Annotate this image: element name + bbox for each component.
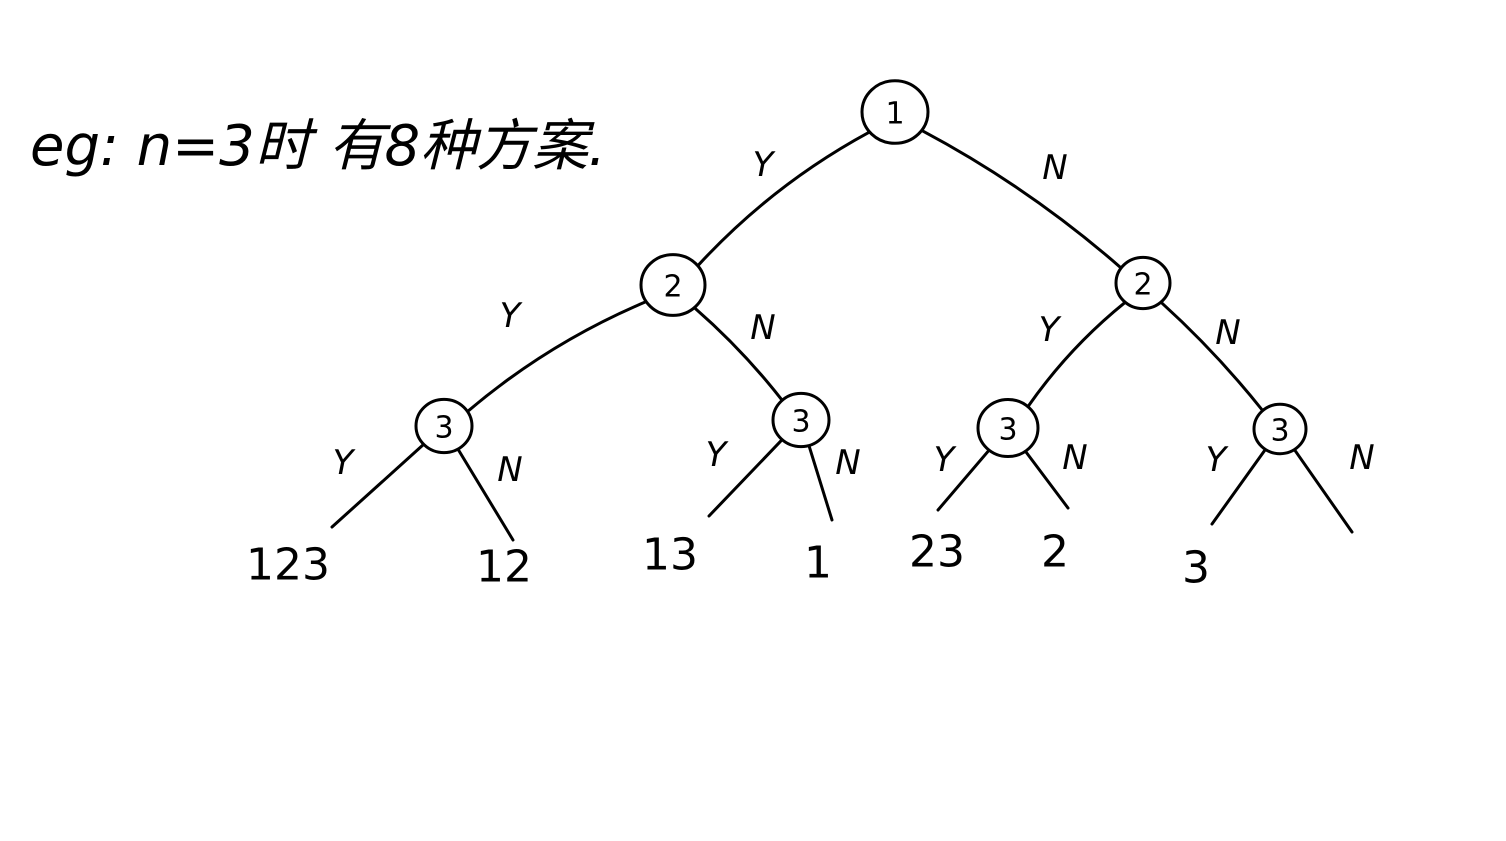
edge-label-n3d-l7: Y <box>1206 440 1229 480</box>
tree-edge-n3c-l6 <box>1024 450 1070 510</box>
node-circle <box>1252 402 1308 456</box>
node-label: 3 <box>791 405 810 440</box>
edge-label-n3b-l4: N <box>835 443 860 483</box>
tree-edge-n3b-l3 <box>707 438 784 518</box>
node-circle <box>976 398 1040 458</box>
tree-node-n2a: 2 <box>639 253 707 317</box>
node-circle <box>771 391 831 449</box>
edge-label-n3a-l1: Y <box>333 443 356 483</box>
edge-label-n2b-n3c: Y <box>1039 310 1062 350</box>
tree-edge-n2a-n3b <box>693 306 784 402</box>
tree-edge-n3a-l2 <box>457 448 515 542</box>
tree-edge-n2b-n3d <box>1160 301 1264 412</box>
leaf-label-l5: 23 <box>909 527 965 578</box>
leaf-label-l3: 13 <box>642 530 698 581</box>
tree-node-n3a: 3 <box>414 397 474 455</box>
edge-label-n2b-n3d: N <box>1215 313 1240 353</box>
leaf-label-l6: 2 <box>1041 527 1069 578</box>
node-label: 3 <box>998 413 1017 448</box>
tree-edge-n3a-l1 <box>330 443 425 529</box>
node-label: 2 <box>663 270 682 305</box>
node-label: 3 <box>434 411 453 446</box>
tree-node-n1: 1 <box>860 79 930 145</box>
tree-nodes: 1 2 2 3 3 3 3 <box>414 79 1308 458</box>
diagram-title: eg: n=3时 有8种方案. <box>30 114 606 179</box>
node-label: 3 <box>1270 414 1289 449</box>
edge-label-n3d-l8: N <box>1349 438 1374 478</box>
edge-label-n3c-l5: Y <box>934 440 957 480</box>
edge-label-n2a-n3a: Y <box>500 296 523 336</box>
leaf-label-l2: 12 <box>476 542 532 593</box>
tree-edge-n3d-l7 <box>1210 448 1267 526</box>
tree-edge-n1-n2b <box>920 129 1123 270</box>
edge-label-n1-n2a: Y <box>753 145 776 185</box>
node-circle <box>414 397 474 455</box>
tree-edge-n3c-l5 <box>936 449 990 512</box>
node-circle <box>1114 255 1172 311</box>
tree-edge-n2a-n3a <box>466 300 648 413</box>
node-label: 1 <box>885 97 904 132</box>
edge-label-n2a-n3b: N <box>750 308 775 348</box>
leaf-label-l1: 123 <box>246 540 330 591</box>
tree-node-n3c: 3 <box>976 398 1040 458</box>
node-label: 2 <box>1133 268 1152 303</box>
tree-edge-n3b-l4 <box>807 445 834 522</box>
tree-edges: Y N Y N Y N Y N Y N Y N Y N <box>330 129 1375 542</box>
tree-node-n3b: 3 <box>771 391 831 449</box>
edge-label-n3b-l3: Y <box>706 435 729 475</box>
node-circle <box>860 79 930 145</box>
tree-edge-n3d-l8 <box>1293 448 1354 534</box>
node-circle <box>639 253 707 317</box>
tree-edge-n1-n2a <box>696 130 871 267</box>
tree-edge-n2b-n3c <box>1026 301 1127 408</box>
leaf-label-l7: 3 <box>1182 543 1210 594</box>
leaf-label-l4: 1 <box>804 538 832 589</box>
edge-label-n1-n2b: N <box>1042 148 1067 188</box>
tree-node-n2b: 2 <box>1114 255 1172 311</box>
edge-label-n3c-l6: N <box>1062 438 1087 478</box>
tree-node-n3d: 3 <box>1252 402 1308 456</box>
edge-label-n3a-l2: N <box>497 450 522 490</box>
